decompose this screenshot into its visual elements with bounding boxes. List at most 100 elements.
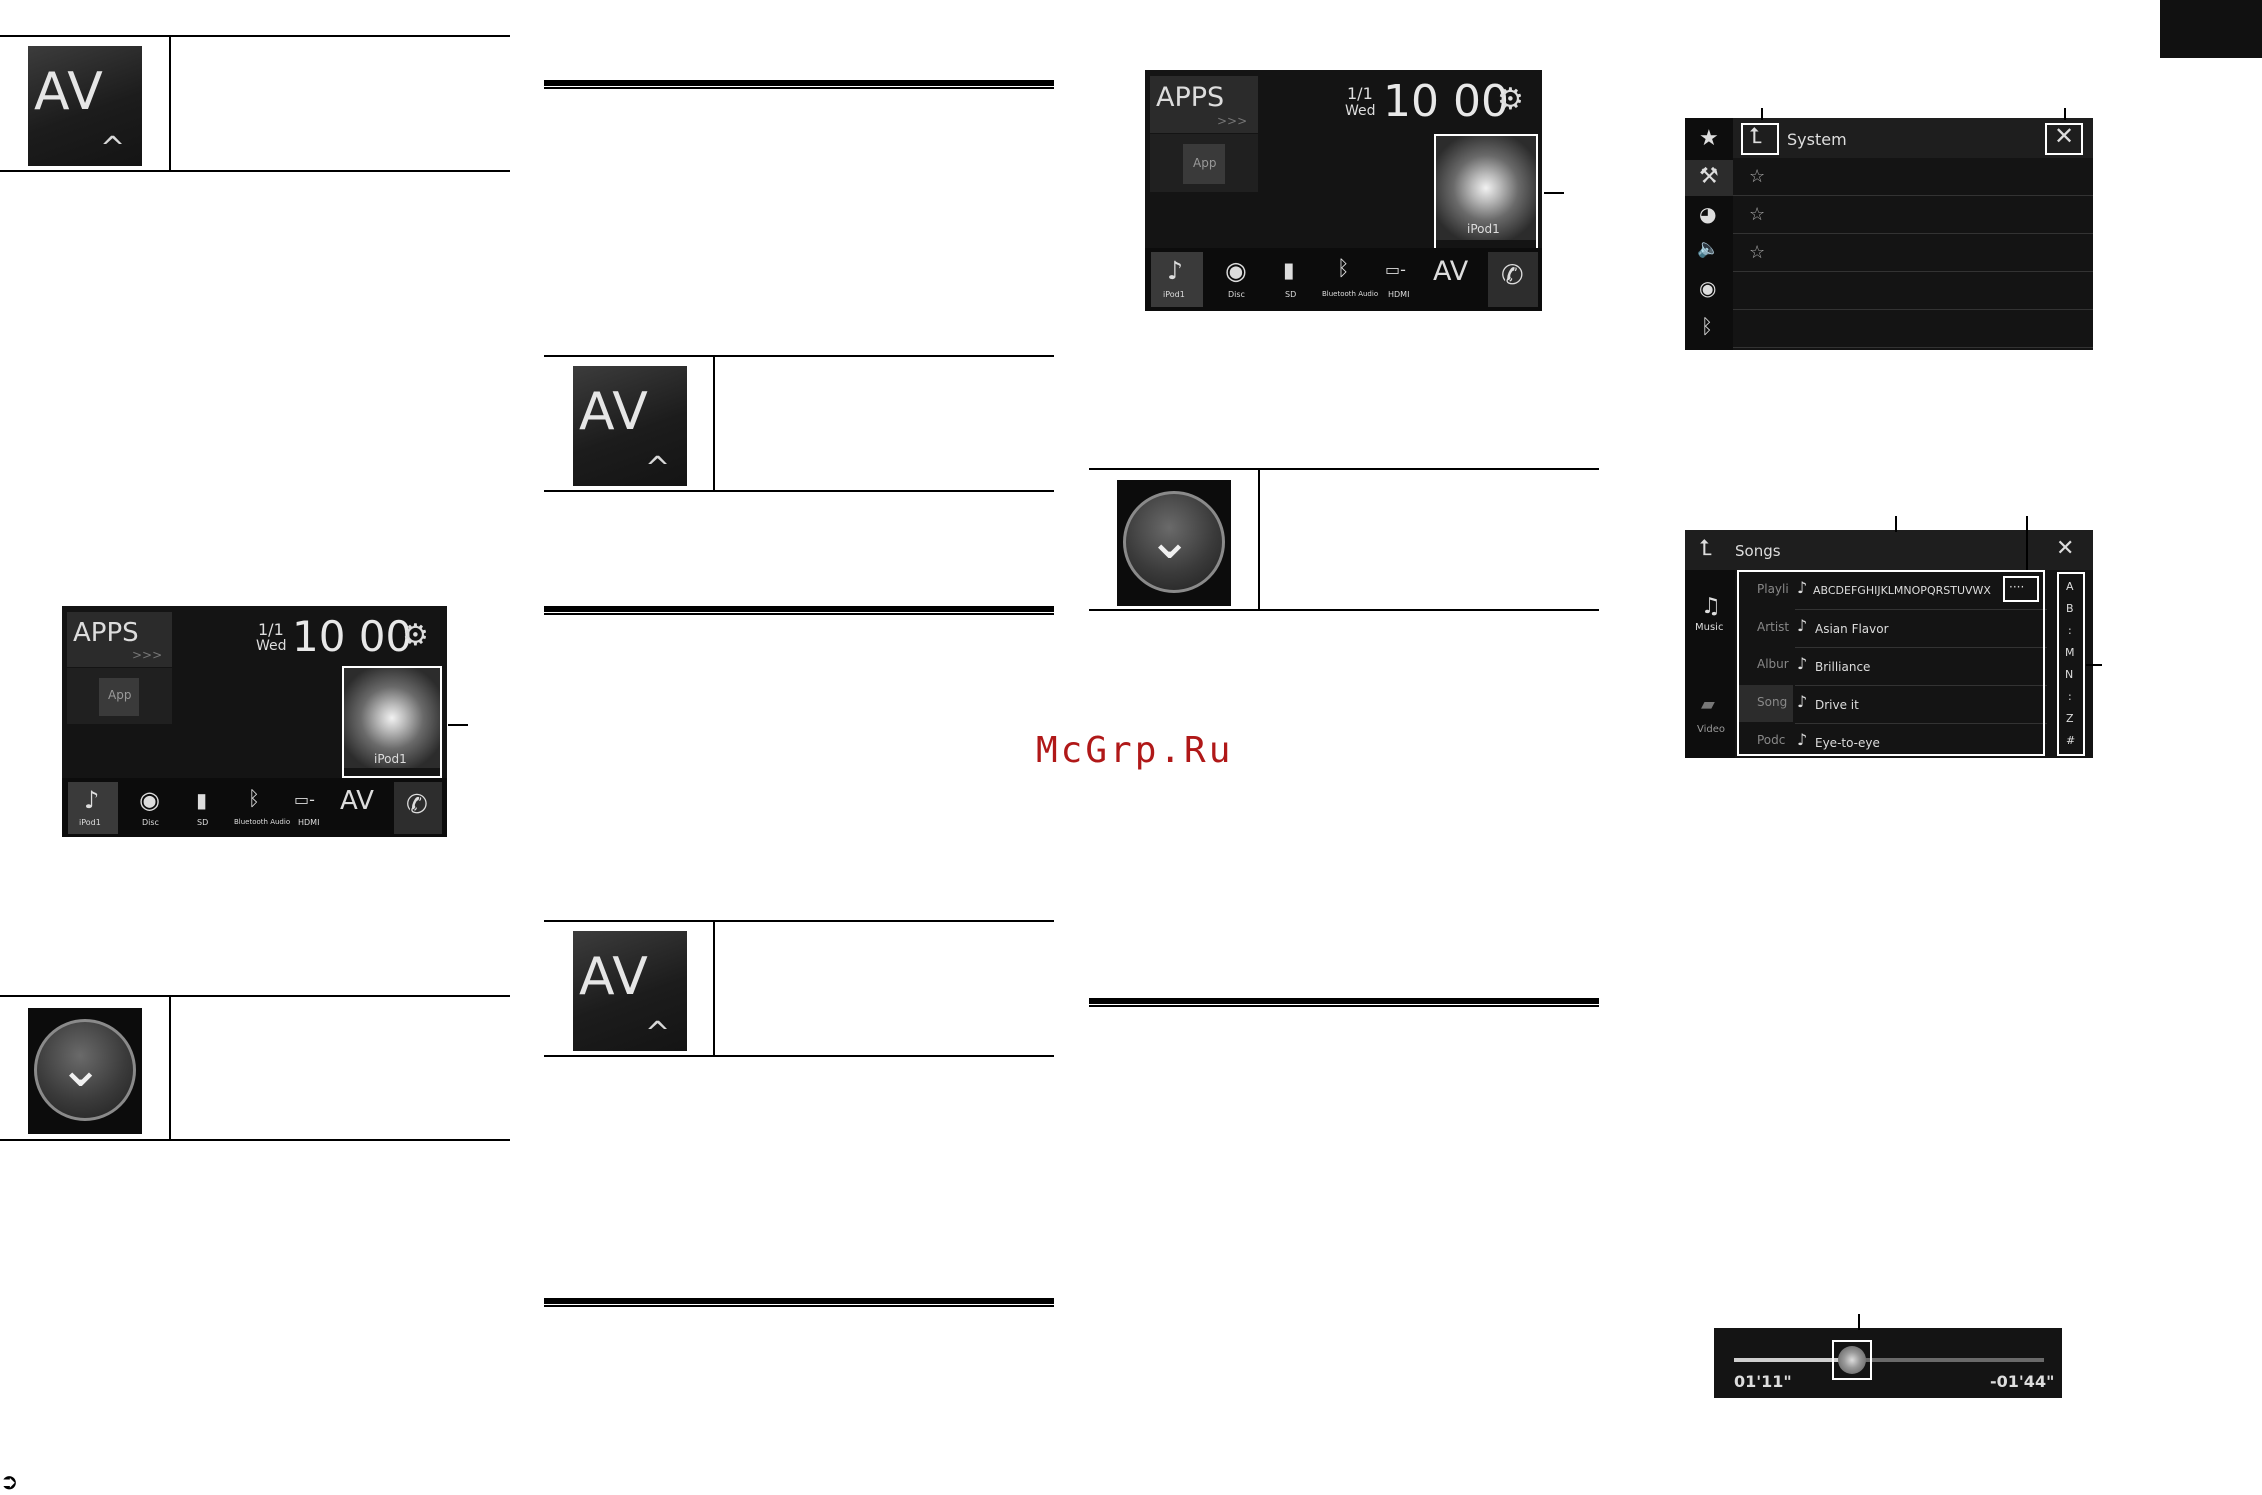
songs-header xyxy=(1685,530,2093,570)
chevron-up-icon: ^ xyxy=(100,131,126,166)
note-icon: ♪ xyxy=(1797,616,1808,635)
music-note-icon: ♪ xyxy=(84,786,100,814)
table-row xyxy=(1795,610,2047,648)
song-title: ABCDEFGHIJKLMNOPQRSTUVWX xyxy=(1813,584,1991,597)
ipod-art-label: iPod1 xyxy=(374,752,407,766)
chevron-button-image: ⌄ xyxy=(28,1008,142,1134)
col1-divider-2 xyxy=(169,995,171,1141)
video-icon: ▰ xyxy=(1701,694,1715,715)
star-icon: ★ xyxy=(1699,126,1719,151)
index-letter: : xyxy=(2068,624,2072,637)
source-sd: SD xyxy=(197,818,209,827)
col2-heading-rule-3 xyxy=(544,1298,1054,1307)
col3-rule-top xyxy=(1089,468,1599,470)
av-settings-icon: ◉ xyxy=(1699,276,1717,300)
elapsed-time: 01'11" xyxy=(1734,1372,1792,1391)
settings-tools-icon: ⚒ xyxy=(1699,164,1719,189)
index-letter: B xyxy=(2066,602,2074,615)
time-label: 10 00 xyxy=(292,612,413,661)
source-hdmi: HDMI xyxy=(298,818,320,827)
speaker-icon: 🔈 xyxy=(1697,238,1720,259)
category-playlists: Playli xyxy=(1757,582,1789,596)
chevron-down-icon-2: ⌄ xyxy=(1147,508,1193,571)
album-art-highlight xyxy=(342,666,442,778)
close-icon: ✕ xyxy=(2054,122,2075,150)
music-icon: ♫ xyxy=(1701,594,1721,619)
source-bar xyxy=(62,778,447,837)
song-title: Brilliance xyxy=(1815,660,1871,674)
songs-sidebar xyxy=(1685,570,1735,758)
button-ring-2 xyxy=(1123,491,1225,593)
col1-rule-top xyxy=(0,35,510,37)
gear-icon-2: ⚙ xyxy=(1497,82,1524,117)
source-hdmi-2: HDMI xyxy=(1388,290,1410,299)
col2-heading-rule-1 xyxy=(544,80,1054,89)
phone-icon: ✆ xyxy=(406,790,428,820)
source-ipod-2: iPod1 xyxy=(1163,290,1185,299)
callout-line-3 xyxy=(1761,108,1763,120)
col2-divider xyxy=(713,355,715,492)
hdmi-icon-2: ▭- xyxy=(1385,260,1406,279)
playback-progress-screen: 01'11" -01'44" xyxy=(1714,1328,2062,1398)
sidebar-active xyxy=(1685,160,1733,196)
col2-divider-2 xyxy=(713,920,715,1057)
apps-label: APPS xyxy=(73,618,139,648)
remaining-time: -01'44" xyxy=(1990,1372,2055,1391)
list-item xyxy=(1733,158,2093,196)
list-item xyxy=(1733,272,2093,310)
close-button-highlight xyxy=(2045,123,2083,155)
hdmi-icon: ▭- xyxy=(294,790,315,809)
source-bluetooth-2: Bluetooth Audio xyxy=(1322,290,1379,298)
col2-rule-top xyxy=(544,355,1054,357)
col2-rule-bottom xyxy=(544,490,1054,492)
more-button: ···· xyxy=(2009,580,2025,594)
chevron-button-image-2: ⌄ xyxy=(1117,480,1231,606)
side-music: Music xyxy=(1695,622,1724,633)
index-letter: N xyxy=(2065,668,2074,681)
index-letter: Z xyxy=(2066,712,2074,725)
note-icon: ♪ xyxy=(1797,692,1808,711)
callout-line-6 xyxy=(2026,516,2028,570)
index-letter: : xyxy=(2068,690,2072,703)
category-podcasts: Podc xyxy=(1757,733,1786,747)
apps-arrows: >>> xyxy=(132,648,163,662)
progress-fill xyxy=(1734,1358,1852,1362)
note-icon: ♪ xyxy=(1797,654,1808,673)
album-art xyxy=(344,668,440,768)
gear-icon: ⚙ xyxy=(402,618,429,653)
col2-heading-rule-2 xyxy=(544,606,1054,615)
phone-button-2 xyxy=(1488,252,1538,307)
music-note-icon-2: ♪ xyxy=(1167,256,1183,285)
song-title: Eye-to-eye xyxy=(1815,736,1880,750)
col3-divider xyxy=(1258,468,1260,611)
callout-line-5 xyxy=(1895,516,1897,532)
bluetooth-icon-2: ᛒ xyxy=(1337,256,1350,280)
system-header xyxy=(1733,118,2093,158)
av-button-image: AV ^ xyxy=(28,46,142,166)
app-icon xyxy=(99,678,139,716)
home-screen-image: APPS >>> App 1/1 Wed 10 00 ⚙ iPod1 ♪ iPo… xyxy=(62,606,447,837)
date-label: 1/1 xyxy=(258,620,284,639)
callout-line xyxy=(448,724,468,726)
index-bar-highlight xyxy=(2057,572,2085,756)
album-art-highlight-2 xyxy=(1434,134,1538,250)
av-small-label: AV xyxy=(340,786,374,816)
callout-line-8 xyxy=(1858,1314,1860,1330)
songs-list-screen: ⮤ Songs ✕ ♫ Music ▰ Video Playli Artist … xyxy=(1685,530,2093,758)
side-video: Video xyxy=(1697,724,1726,735)
close-icon-2: ✕ xyxy=(2056,536,2075,561)
source-ipod: iPod1 xyxy=(79,818,101,827)
callout-line-7 xyxy=(2086,664,2102,666)
disc-icon-2: ◉ xyxy=(1225,256,1247,285)
note-icon: ♪ xyxy=(1797,578,1808,597)
phone-icon-2: ✆ xyxy=(1501,260,1524,291)
phone-button xyxy=(394,782,442,834)
col1-rule-bottom xyxy=(0,170,510,172)
callout-line-4 xyxy=(2064,108,2066,120)
category-active xyxy=(1737,685,1793,722)
progress-track xyxy=(1734,1358,2044,1362)
av-label-3: AV xyxy=(579,947,649,1007)
songs-title: Songs xyxy=(1735,542,1781,560)
back-arrow-icon-2: ⮤ xyxy=(1699,536,1712,561)
av-label-2: AV xyxy=(579,382,649,442)
